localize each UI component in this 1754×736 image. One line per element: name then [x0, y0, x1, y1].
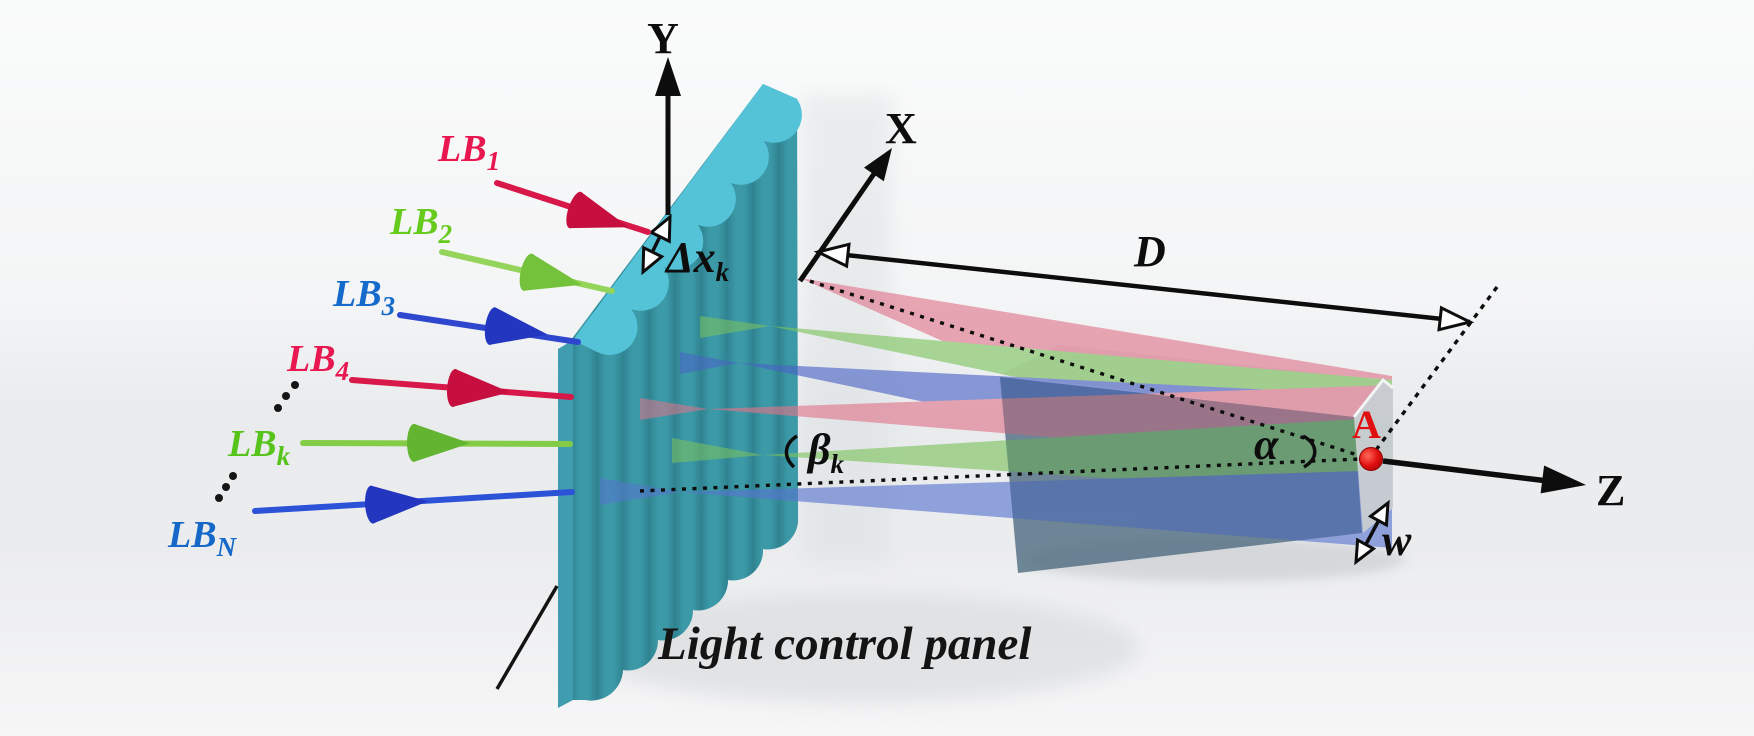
z-axis-arrowhead: [1540, 465, 1586, 494]
beam-LB1: LB1: [437, 128, 651, 235]
beam-LB1-cone: [569, 191, 629, 229]
y-axis: Y: [647, 14, 681, 215]
converge-blue-2: [600, 478, 680, 505]
beta-label: βk: [806, 425, 845, 479]
ellipsis-dots-upper: [274, 381, 299, 412]
point-A: A: [1352, 402, 1383, 471]
viewing-box-edge-highlight: [1352, 377, 1394, 418]
in-panel-beams: [600, 316, 770, 505]
pitch-arrowhead-top: [648, 213, 672, 244]
guide-diagonal-dashed: [1374, 285, 1499, 452]
ellipsis-dots-lower: [215, 472, 237, 502]
alpha-arc: [1302, 434, 1317, 469]
panel-top-lens-strip: [573, 84, 802, 355]
caption-leader-line: [495, 585, 559, 690]
distance-arrowhead-right: [1437, 305, 1475, 332]
beam-LB1-label: LB1: [437, 128, 500, 176]
beta-arc: [784, 434, 799, 469]
beam-LBN-label: LBN: [167, 514, 238, 562]
z-axis-label: Z: [1596, 466, 1625, 515]
beam-LB4-cone: [452, 369, 510, 407]
z-axis-line: [1382, 458, 1549, 484]
panel-left-edge: [558, 340, 573, 708]
width-arrowhead-top: [1367, 499, 1390, 528]
angle-alpha: α: [1254, 420, 1317, 469]
beam-LB3: LB3: [332, 273, 581, 345]
beam-LBk-label: LBk: [227, 423, 291, 471]
x-axis: X: [797, 104, 917, 283]
distance-line: [817, 249, 1471, 325]
beam-LBk-cone: [413, 423, 470, 462]
y-axis-arrowhead: [655, 57, 681, 96]
guide-lower-dotted: [639, 457, 1361, 493]
pitch-annotation: Δxk: [641, 213, 730, 287]
converge-blue-1: [680, 352, 739, 374]
pitch-label: Δxk: [664, 233, 730, 287]
width-annotation: w: [1354, 499, 1412, 566]
width-line: [1362, 517, 1382, 549]
beam-LB2-label: LB2: [389, 201, 452, 249]
width-arrowhead-bottom: [1354, 537, 1377, 566]
distance-label: D: [1133, 227, 1166, 276]
beam-LB3-label: LB3: [332, 273, 395, 321]
y-axis-label: Y: [647, 14, 679, 63]
guide-lines: [639, 276, 1499, 493]
z-axis: Z: [1382, 458, 1625, 515]
beam-LB4-label: LB4: [286, 338, 349, 386]
x-axis-label: X: [885, 104, 917, 153]
beam-LBk: LBk: [227, 423, 573, 471]
distance-annotation: D: [813, 227, 1475, 332]
guide-upper-dotted: [799, 276, 1365, 459]
beam-LB2: LB2: [389, 201, 615, 294]
distance-arrowhead-left: [813, 242, 851, 269]
alpha-label: α: [1254, 420, 1279, 469]
x-axis-line: [797, 166, 881, 283]
beam-LB4: LB4: [286, 338, 574, 407]
beam-LBN: LBN: [167, 485, 575, 562]
incoming-beams: LB1 LB2 LB3 LB4 LBk: [167, 128, 651, 562]
converge-green-2: [672, 438, 763, 463]
caption-group: Light control panel: [495, 585, 1031, 690]
converge-red-2: [640, 398, 708, 420]
beam-LB2-cone: [523, 253, 583, 291]
point-A-dot: [1359, 447, 1383, 471]
x-axis-arrowhead: [864, 148, 892, 182]
axes: Y X Z: [647, 14, 1625, 515]
angle-beta: βk: [784, 425, 845, 479]
point-A-label: A: [1352, 402, 1381, 447]
pitch-arrowhead-bottom: [641, 245, 665, 276]
caption-text: Light control panel: [657, 618, 1031, 670]
width-label: w: [1382, 516, 1412, 565]
beam-LBN-cone: [370, 485, 428, 524]
panel-floor-shadow: [580, 593, 1140, 703]
converge-green-1: [700, 316, 770, 338]
beam-LB3-cone: [489, 307, 548, 345]
